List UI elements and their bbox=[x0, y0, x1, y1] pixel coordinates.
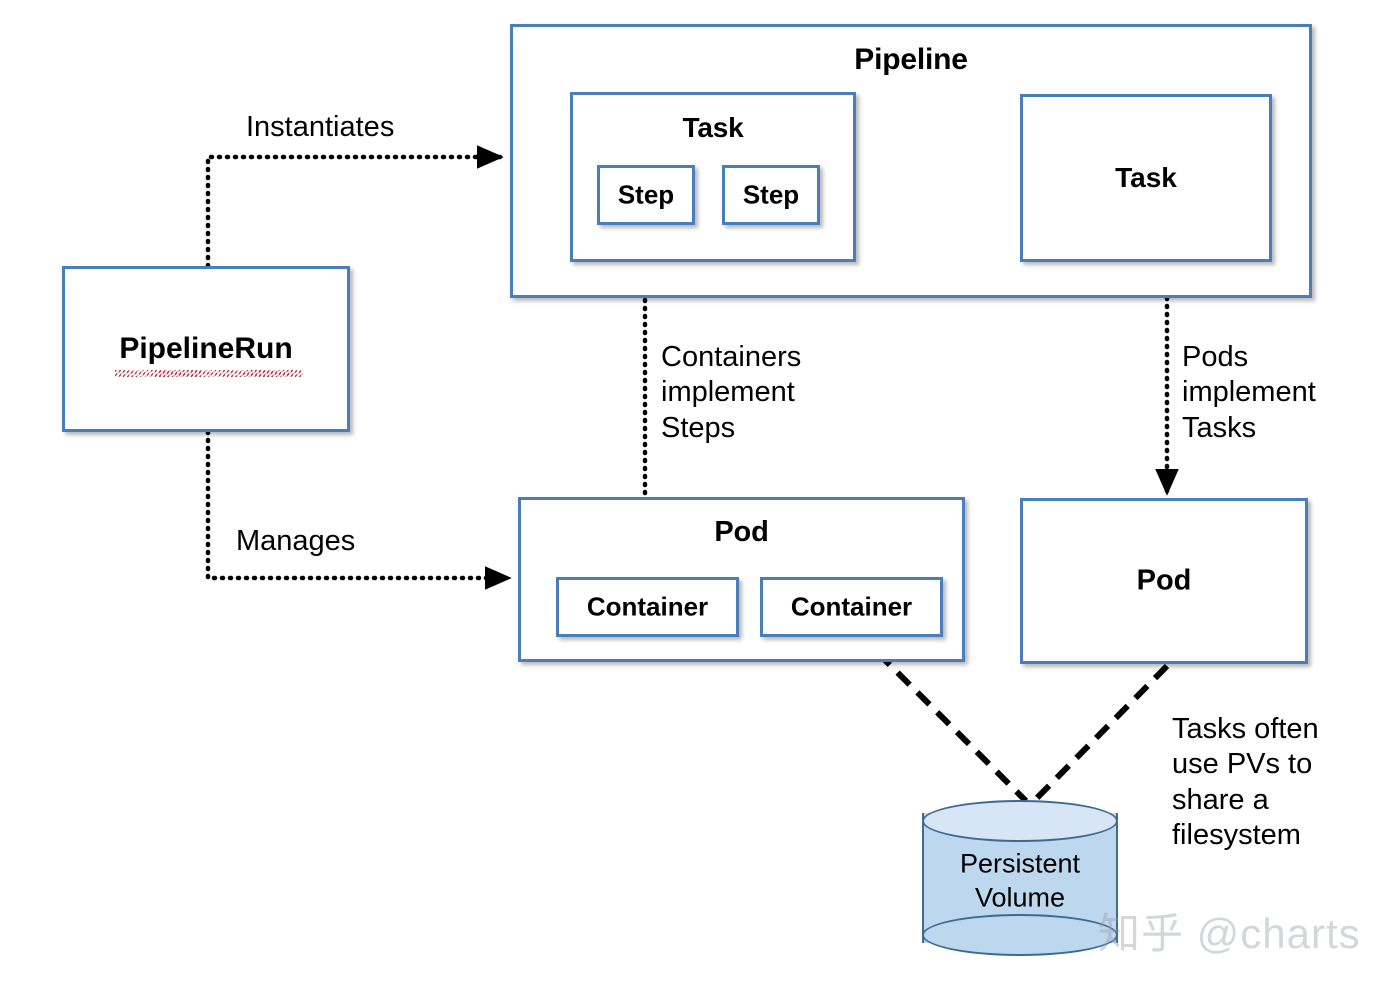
container-label-1: Container bbox=[586, 591, 709, 622]
persistent-volume-label: Persistent Volume bbox=[959, 848, 1081, 913]
step-box-2[interactable]: Step bbox=[722, 165, 820, 225]
label-tasks-use-pvs: Tasks often use PVs to share a filesyste… bbox=[1172, 713, 1319, 852]
container-box-1[interactable]: Container bbox=[556, 577, 739, 637]
container-label-2: Container bbox=[790, 591, 913, 622]
pipeline-title: Pipeline bbox=[854, 43, 968, 76]
connector-pod-to-pv bbox=[1031, 663, 1170, 804]
label-instantiates: Instantiates bbox=[246, 111, 395, 143]
pod-label-2: Pod bbox=[1136, 564, 1192, 597]
label-pods-implement-tasks: Pods implement Tasks bbox=[1182, 341, 1316, 444]
step-label-2: Step bbox=[742, 179, 800, 210]
label-manages: Manages bbox=[236, 525, 356, 557]
step-label-1: Step bbox=[617, 179, 675, 210]
task-box-2[interactable]: Task bbox=[1020, 94, 1272, 262]
task-title-1: Task bbox=[682, 112, 744, 143]
pod-title-1: Pod bbox=[714, 516, 769, 548]
cylinder-bottom-ellipse bbox=[922, 914, 1118, 956]
spellcheck-underline bbox=[115, 370, 303, 377]
step-box-1[interactable]: Step bbox=[597, 165, 695, 225]
persistent-volume-cylinder[interactable]: Persistent Volume bbox=[922, 800, 1118, 956]
connector-instantiates bbox=[205, 145, 504, 269]
container-box-2[interactable]: Container bbox=[760, 577, 943, 637]
pipelinerun-box[interactable]: PipelineRun bbox=[62, 266, 350, 432]
cylinder-top-ellipse bbox=[922, 800, 1118, 842]
task-label-2: Task bbox=[1115, 162, 1177, 193]
label-containers-implement-steps: Containers implement Steps bbox=[661, 341, 802, 444]
watermark-text: 知乎 @charts bbox=[1098, 910, 1361, 957]
pod-box-2[interactable]: Pod bbox=[1020, 498, 1308, 664]
pipelinerun-label: PipelineRun bbox=[119, 332, 293, 365]
